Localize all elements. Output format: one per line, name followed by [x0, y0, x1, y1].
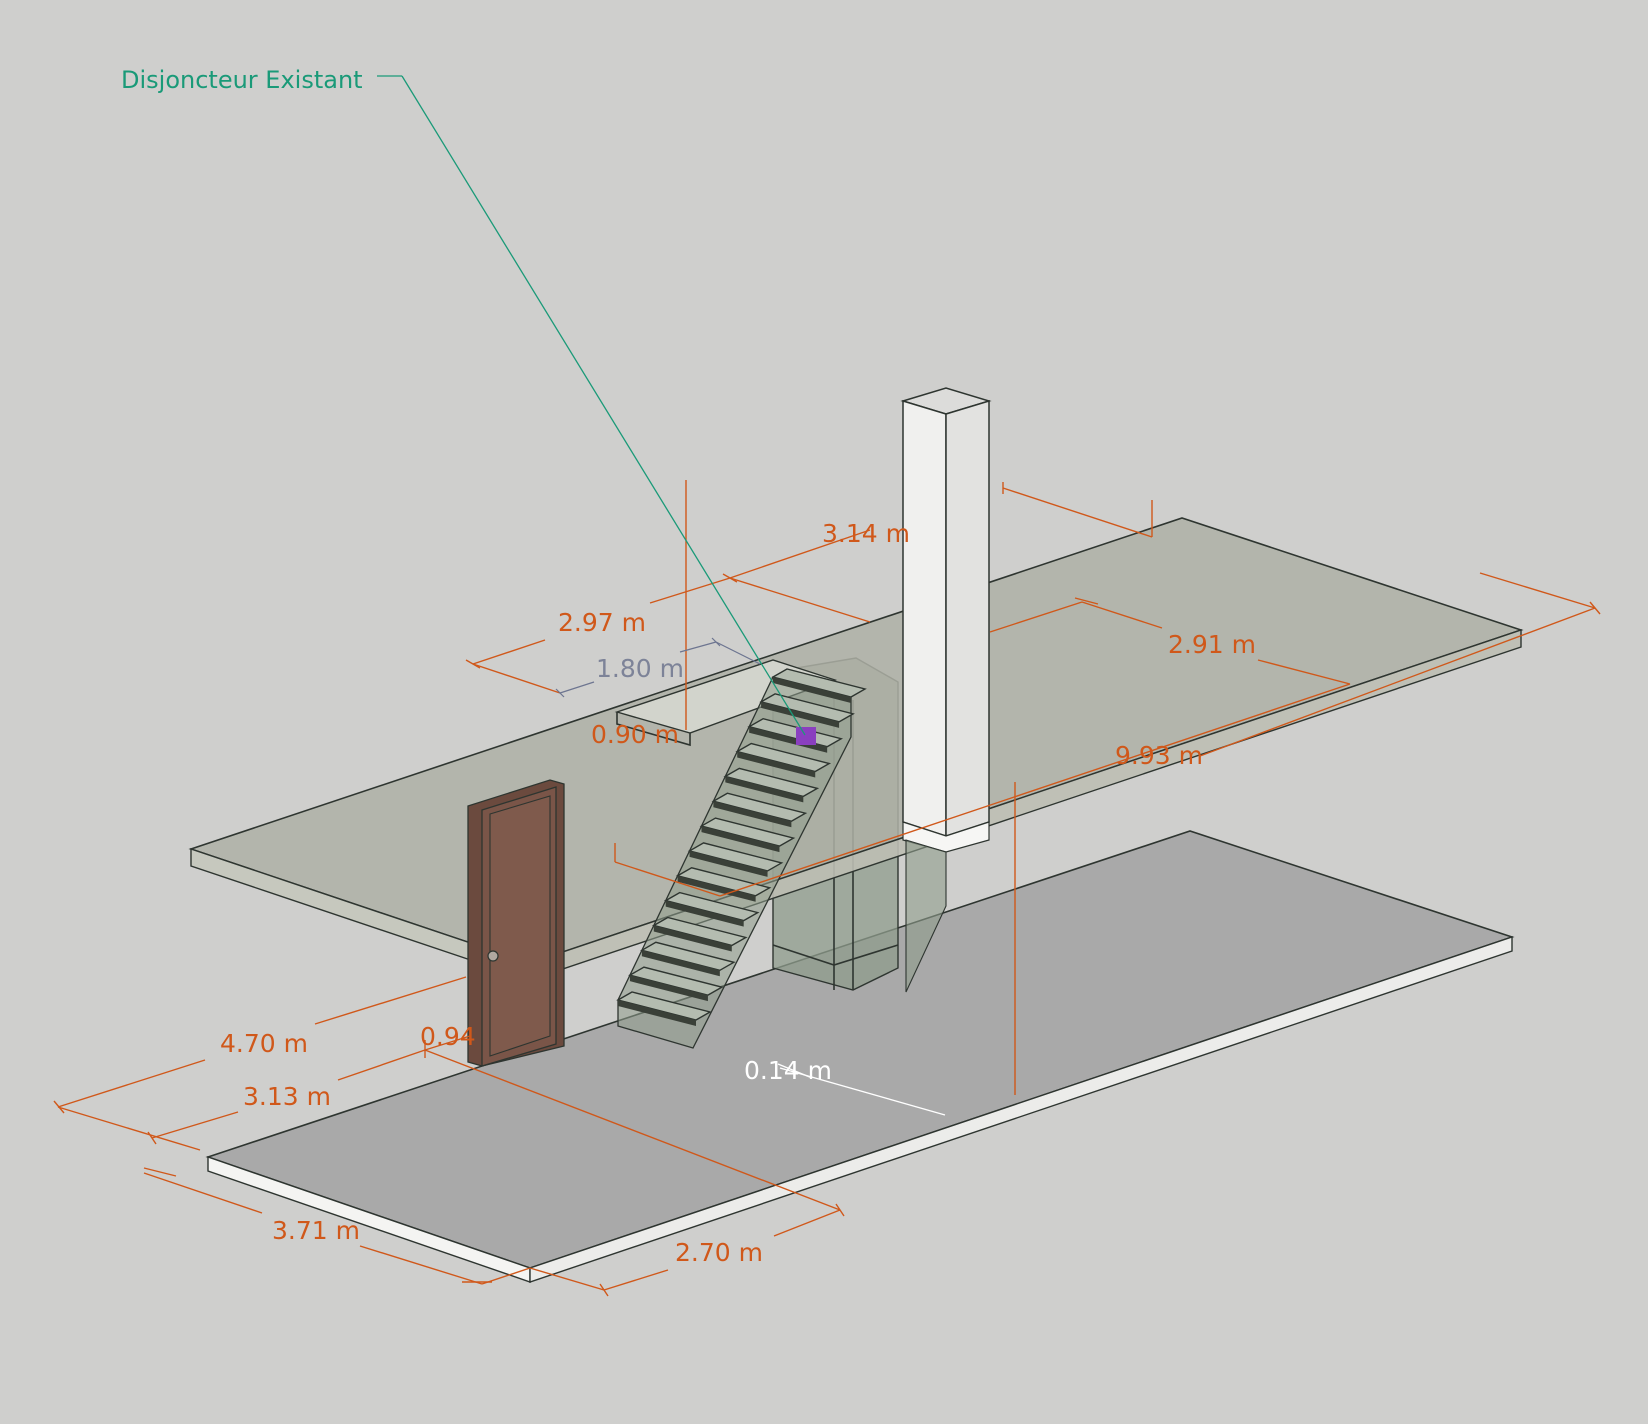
- dimension-lines: [53, 480, 1601, 1297]
- stair-tread-nosing: [773, 677, 851, 703]
- dimension-label-3-13: 3.13 m: [243, 1082, 331, 1111]
- stair-tread: [675, 867, 772, 897]
- stair-tread-nosing: [725, 776, 804, 803]
- dimension-label-4-70: 4.70 m: [220, 1029, 308, 1058]
- dimension-label-2-70: 2.70 m: [675, 1238, 763, 1267]
- breaker-marker: [796, 727, 816, 745]
- stair-tread: [687, 842, 784, 872]
- door: [467, 779, 565, 1067]
- dimension-label-2-91: 2.91 m: [1168, 630, 1256, 659]
- stair-tread: [616, 991, 712, 1021]
- stair-tread: [651, 916, 748, 947]
- stair-tread-nosing: [665, 900, 744, 927]
- annotation-label: Disjoncteur Existant: [121, 66, 363, 94]
- dimension-label-1-80: 1.80 m: [596, 654, 684, 683]
- stair-tread: [699, 817, 796, 847]
- stair-tread-nosing: [677, 875, 756, 902]
- stair-tread: [628, 966, 724, 996]
- dimension-label-2-97: 2.97 m: [558, 608, 646, 637]
- door-handle-icon: [487, 950, 499, 962]
- stair-tread-nosing: [761, 701, 840, 728]
- stair-tread: [639, 941, 736, 972]
- stair-tread-nosing: [749, 726, 828, 753]
- stair-tread-nosing: [701, 826, 780, 853]
- stair-tread-nosing: [629, 975, 708, 1002]
- stair-tread: [735, 742, 832, 773]
- dimension-label-3-71: 3.71 m: [272, 1216, 360, 1245]
- dimension-label-3-14: 3.14 m: [822, 519, 910, 548]
- stair-tread: [771, 668, 867, 698]
- stair-tread: [723, 767, 820, 798]
- dimension-label-0-14: 0.14 m: [744, 1056, 832, 1085]
- annotation-leader: [377, 75, 806, 736]
- dimension-label-0-94: 0.94: [420, 1022, 476, 1051]
- stair-tread-nosing: [713, 801, 792, 828]
- stair-tread-nosing: [641, 950, 720, 977]
- stair-tread-nosing: [653, 925, 732, 952]
- lower-floor-slab: [205, 830, 1515, 1283]
- stair-tread-nosing: [618, 1000, 696, 1026]
- stair-tread-nosing: [737, 751, 816, 778]
- dimension-label-9-93: 9.93 m: [1115, 741, 1203, 770]
- staircase: [616, 668, 867, 1049]
- column: [900, 387, 992, 993]
- stair-tread-nosing: [689, 850, 768, 877]
- dimension-label-0-90: 0.90 m: [591, 720, 679, 749]
- stair-tread: [663, 891, 760, 922]
- stair-tread: [711, 792, 808, 822]
